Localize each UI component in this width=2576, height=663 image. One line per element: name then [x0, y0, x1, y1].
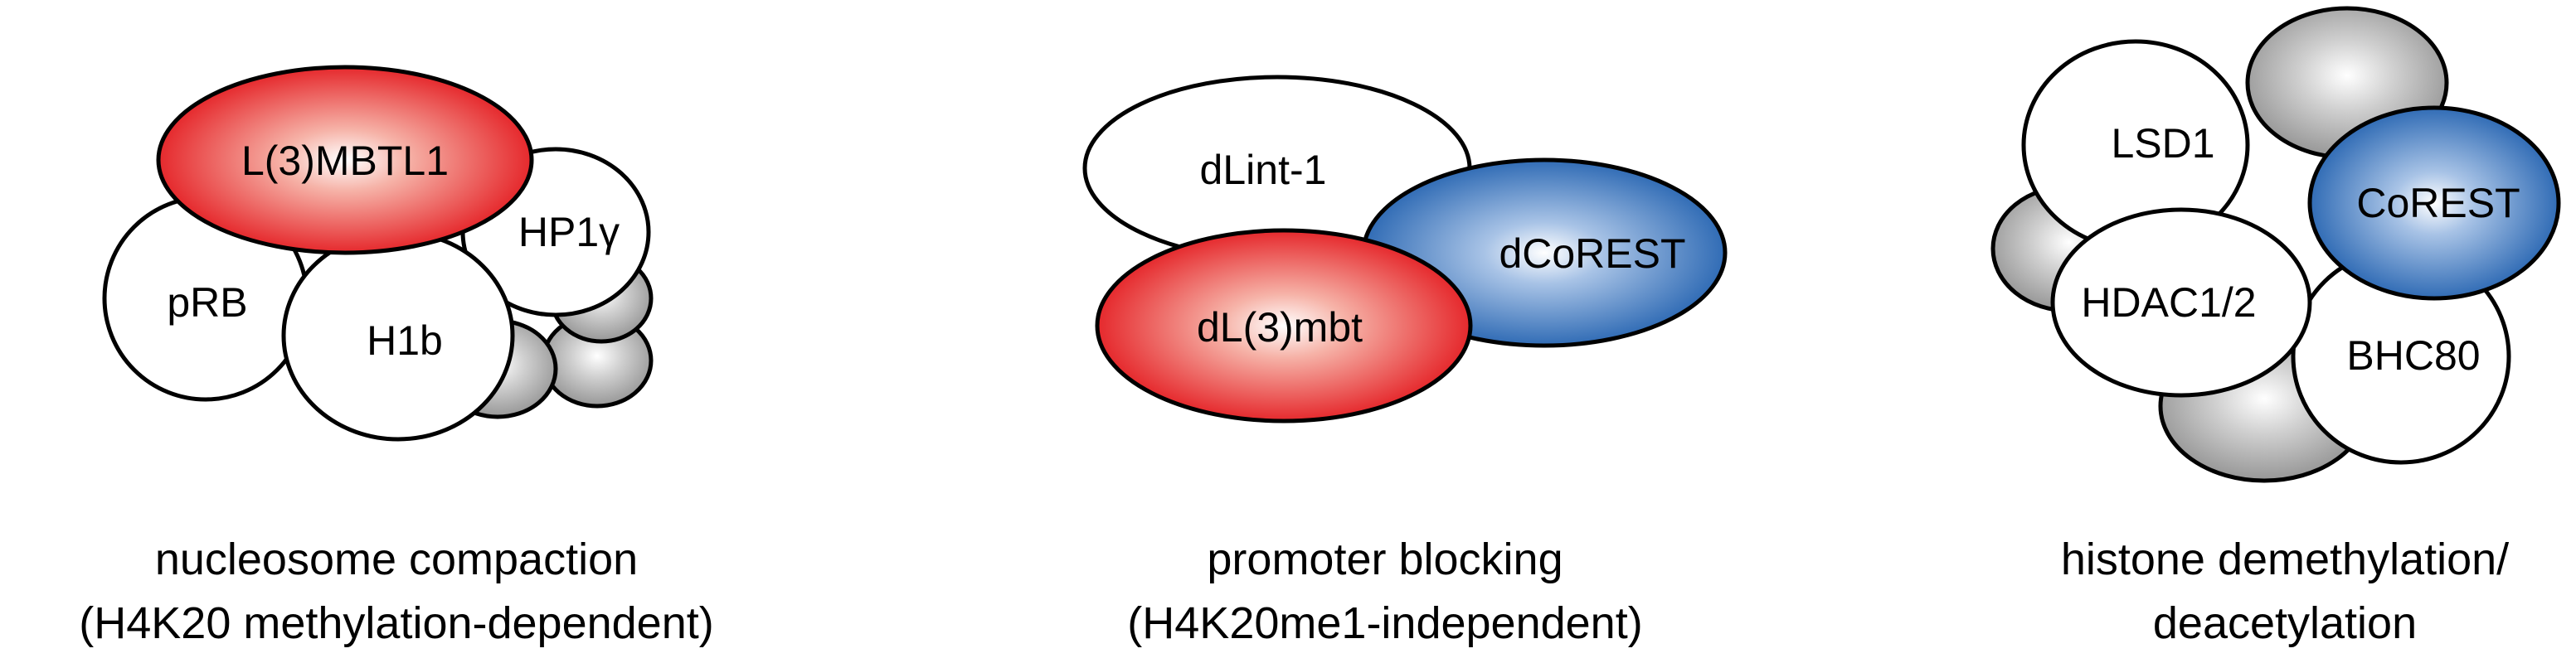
protein-corest [2307, 105, 2561, 301]
caption-line-1: promoter blocking [1207, 535, 1563, 584]
label-dcorest: dCoREST [1499, 230, 1685, 277]
panel-nucleosome-compaction: L(3)MBTL1 HP1γ pRB H1b nucleosome compac… [79, 65, 714, 648]
label-h1b: H1b [367, 317, 443, 364]
protein-l3mbtl1 [156, 65, 534, 255]
caption-line-1: nucleosome compaction [155, 535, 638, 584]
label-hdac12: HDAC1/2 [2081, 279, 2256, 326]
caption-line-2: (H4K20 methylation-dependent) [79, 598, 713, 648]
label-hp1gamma: HP1γ [518, 209, 620, 255]
label-dl3mbt: dL(3)mbt [1197, 304, 1363, 351]
panel-promoter-blocking: dLint-1 dCoREST dL(3)mbt promoter blocki… [1082, 75, 1728, 648]
protein-hdac12 [2050, 207, 2312, 398]
label-prb: pRB [167, 279, 247, 326]
protein-dl3mbt [1095, 228, 1473, 423]
label-dlint1: dLint-1 [1200, 147, 1327, 193]
caption-line-2: (H4K20me1-independent) [1127, 598, 1642, 648]
panel-histone-demethylation: LSD1 CoREST HDAC1/2 BHC80 histone demeth… [1990, 6, 2561, 648]
label-lsd1: LSD1 [2111, 120, 2214, 167]
label-corest: CoREST [2356, 180, 2520, 226]
label-bhc80: BHC80 [2346, 332, 2480, 379]
caption-line-2: deacetylation [2153, 598, 2417, 648]
label-l3mbtl1: L(3)MBTL1 [241, 138, 449, 184]
caption-line-1: histone demethylation/ [2061, 535, 2509, 584]
